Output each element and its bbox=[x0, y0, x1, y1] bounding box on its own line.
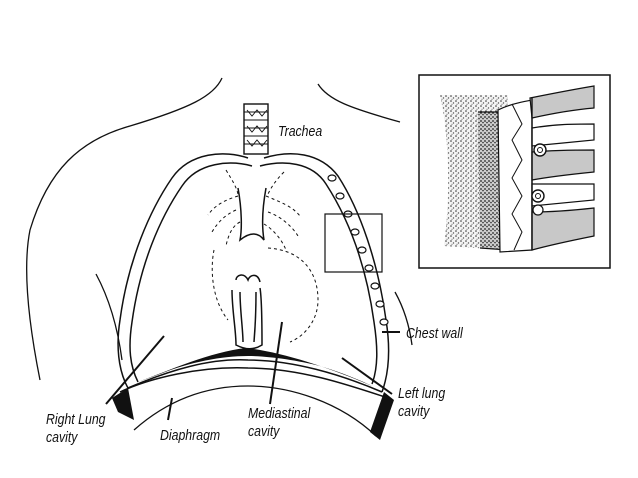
pleural-membrane bbox=[117, 153, 390, 393]
label-mediastinal-cavity-line1: Mediastinal bbox=[248, 405, 311, 422]
trachea bbox=[243, 103, 269, 155]
inset-magnification bbox=[418, 74, 611, 269]
label-left-lung-cavity-line1: Left lung bbox=[398, 385, 446, 402]
label-mediastinal-cavity-line2: cavity bbox=[248, 423, 280, 440]
lung-interior-dashed bbox=[207, 169, 319, 343]
magnified-region-marker bbox=[324, 213, 383, 273]
label-left-lung-cavity-line2: cavity bbox=[398, 403, 430, 420]
label-right-lung-cavity-line1: Right Lung bbox=[46, 411, 106, 428]
label-diaphragm: Diaphragm bbox=[160, 427, 221, 444]
body-outline bbox=[26, 77, 413, 381]
abdominal-outline bbox=[133, 385, 377, 437]
label-trachea: Trachea bbox=[278, 123, 323, 140]
label-right-lung-cavity-line2: cavity bbox=[46, 429, 78, 446]
ribs bbox=[327, 174, 389, 326]
label-chest-wall: Chest wall bbox=[406, 325, 463, 342]
pointer-lines bbox=[105, 321, 400, 421]
diaphragm bbox=[112, 348, 394, 440]
